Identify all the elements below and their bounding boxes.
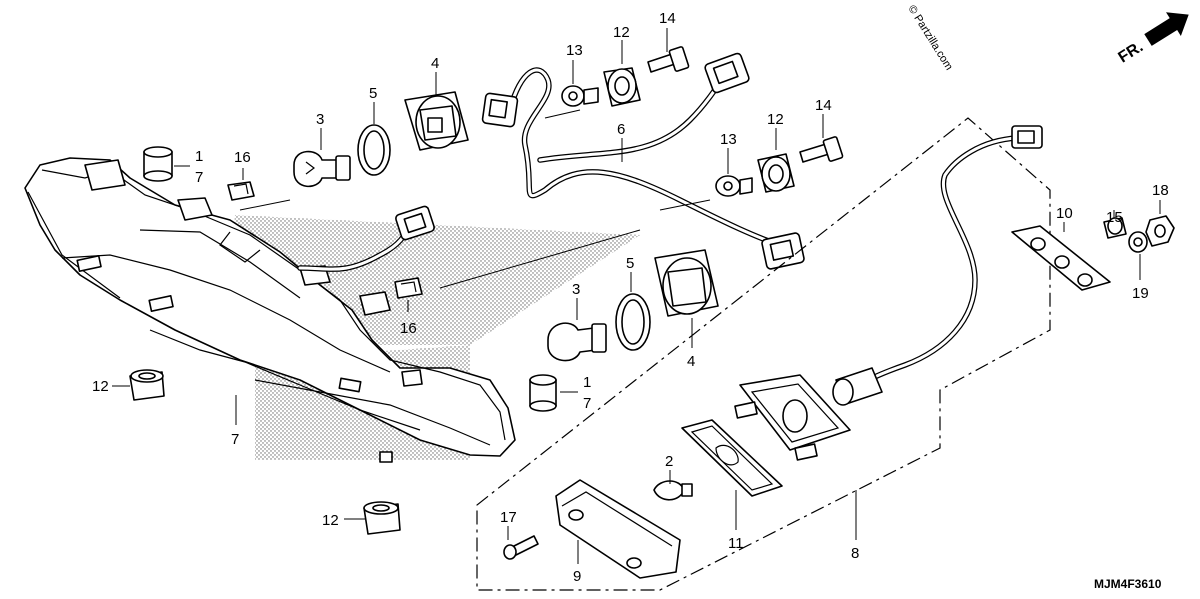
watermark-text: © Partzilla.com: [905, 3, 954, 72]
clip-part-16a: [227, 181, 255, 201]
taillight-assembly: [24, 157, 516, 463]
callout-1a: 1: [195, 148, 203, 165]
callout-8: 8: [851, 545, 859, 562]
callout-12b: 12: [767, 111, 784, 128]
callout-12c: 12: [92, 378, 109, 395]
callout-6: 6: [617, 121, 625, 138]
callout-labels: 1 7 16 3 5 4 13 12 14 6 13 12 14 16 3 5 …: [92, 10, 1169, 585]
sub-harness-part-6: [481, 52, 805, 270]
diagram-code: MJM4F3610: [1094, 577, 1162, 591]
grommet-part-12b: [757, 153, 795, 193]
callout-15: 15: [1106, 209, 1123, 226]
socket-part-4a: [404, 91, 469, 151]
callout-1b: 1: [583, 374, 591, 391]
callout-12a: 12: [613, 24, 630, 41]
callout-16a: 16: [234, 149, 251, 166]
lens-part-9: [555, 479, 681, 579]
callout-12d: 12: [322, 512, 339, 529]
o-ring-part-5b: [615, 293, 651, 351]
grommet-part-12d: [363, 501, 401, 535]
bulb-part-2: [653, 480, 693, 501]
callout-18: 18: [1152, 182, 1169, 199]
callout-19: 19: [1132, 285, 1149, 302]
callout-7a: 7: [195, 169, 203, 186]
screw-part-17: [503, 535, 539, 560]
callout-3b: 3: [572, 281, 580, 298]
callout-2: 2: [665, 453, 673, 470]
callout-4b: 4: [687, 353, 695, 370]
cap-part-1: [143, 146, 173, 182]
callout-4a: 4: [431, 55, 439, 72]
clip-part-16b: [394, 277, 423, 299]
callout-7b: 7: [583, 395, 591, 412]
license-light-harness: [832, 125, 1043, 406]
leader-lines: [112, 28, 1161, 564]
washer-part-19: [1128, 231, 1148, 253]
callout-5b: 5: [626, 255, 634, 272]
grommet-part-12c: [129, 369, 165, 401]
callout-3a: 3: [316, 111, 324, 128]
socket-part-4b: [654, 249, 719, 317]
front-label: FR.: [1115, 38, 1146, 66]
bulb-part-3b: [547, 322, 607, 362]
callout-9: 9: [573, 568, 581, 585]
callout-11: 11: [728, 535, 744, 552]
callout-13a: 13: [566, 42, 583, 59]
callout-7c: 7: [231, 431, 239, 448]
bulb-part-3a: [293, 150, 351, 188]
gasket-part-10: [1011, 225, 1111, 291]
washer-part-13b: [715, 175, 753, 197]
callout-10: 10: [1056, 205, 1073, 222]
callout-14b: 14: [815, 97, 832, 114]
nut-part-18: [1145, 215, 1175, 247]
cap-part-1b: [529, 374, 557, 412]
callout-14a: 14: [659, 10, 676, 27]
callout-5a: 5: [369, 85, 377, 102]
o-ring-part-5a: [357, 124, 391, 176]
bolt-part-14b: [799, 136, 844, 163]
gasket-part-11: [681, 419, 783, 497]
callout-16b: 16: [400, 320, 417, 337]
washer-part-13a: [561, 85, 599, 107]
front-direction-arrow: FR.: [1115, 12, 1189, 66]
callout-17: 17: [500, 509, 517, 526]
license-light-housing: [734, 374, 851, 461]
grommet-part-12a: [603, 67, 641, 107]
bolt-part-14a: [647, 46, 690, 73]
callout-13b: 13: [720, 131, 737, 148]
collar-part-15: [1103, 217, 1127, 239]
